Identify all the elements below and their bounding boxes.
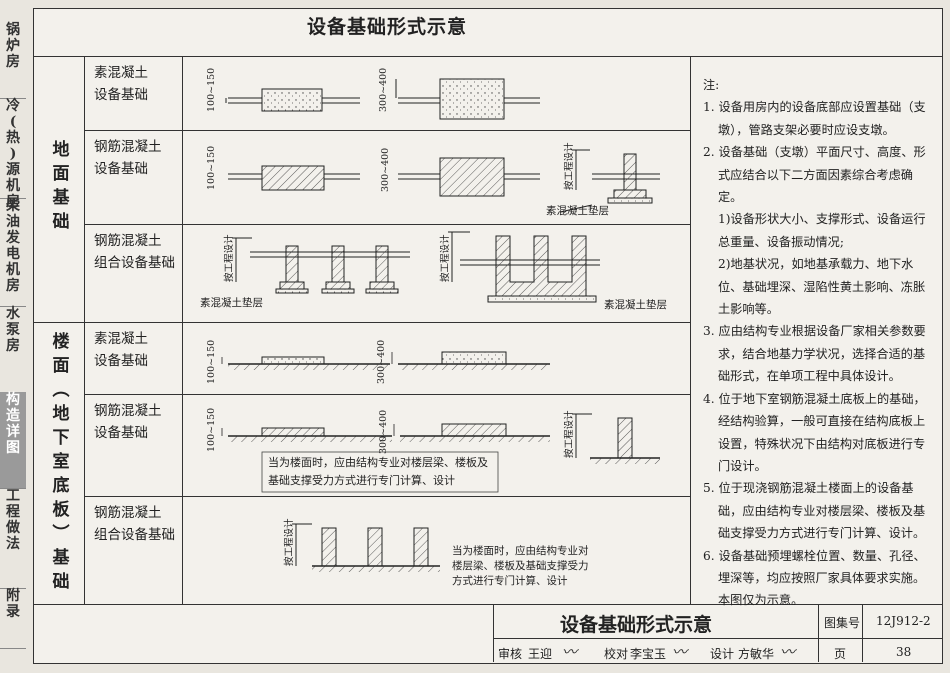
note-item: 2. 设备基础（支墩）平面尺寸、高度、形式应结合以下二方面因素综合考虑确定。 bbox=[703, 145, 926, 205]
page-number: 38 bbox=[896, 645, 912, 659]
row-label: 钢筋混凝土组合设备基础 bbox=[94, 505, 175, 543]
side-tab[interactable]: 冷(热)源机房 bbox=[0, 98, 26, 210]
tb-title: 设备基础形式示意 bbox=[560, 614, 713, 636]
note-item: 1. 设备用房内的设备底部应设置基础（支墩），管路支架必要时应设支墩。 bbox=[703, 100, 926, 137]
row-line bbox=[84, 496, 690, 497]
design-label: 设计 bbox=[710, 647, 735, 661]
note-item: 6. 设备基础预埋螺栓位置、数量、孔径、埋深等，均应按照厂家具体要求实施。本图仅… bbox=[703, 548, 926, 608]
signature: 〰 bbox=[672, 643, 688, 661]
review-label: 审核 bbox=[498, 647, 523, 661]
signature: 〰 bbox=[780, 643, 796, 661]
tb-line bbox=[862, 604, 863, 662]
row-label: 钢筋混凝土组合设备基础 bbox=[94, 233, 175, 271]
head-divider bbox=[84, 56, 86, 604]
notes-divider bbox=[690, 56, 692, 604]
page-title: 设备基础形式示意 bbox=[306, 16, 467, 38]
side-tab[interactable]: 构造详图 bbox=[0, 392, 26, 489]
side-tab[interactable]: 锅炉房 bbox=[0, 22, 26, 99]
bottom-line bbox=[33, 604, 943, 606]
atlas-number: 12J912-2 bbox=[876, 614, 931, 628]
notes-title: 注: bbox=[703, 78, 720, 92]
row-label: 素混凝土设备基础 bbox=[94, 65, 148, 103]
floor-note-combined: 当为楼面时，应由结构专业对 楼层梁、楼板及基础支撑受力 方式进行专门计算、设计 bbox=[452, 545, 589, 587]
tb-line bbox=[493, 638, 943, 639]
designer: 方敏华 bbox=[738, 647, 775, 661]
side-tab[interactable]: 工程做法 bbox=[0, 488, 26, 589]
label-divider bbox=[182, 56, 184, 604]
side-tab[interactable]: 附录 bbox=[0, 588, 26, 649]
floor-note: 当为楼面时，应由结构专业对楼层梁、楼板及 基础支撑受力方式进行专门计算、设计 bbox=[268, 456, 488, 487]
section-head-floor: 楼面︵地下室底板︶基础 bbox=[52, 332, 70, 592]
row-label: 素混凝土设备基础 bbox=[94, 331, 148, 369]
atlas-label: 图集号 bbox=[824, 616, 861, 630]
tb-line bbox=[818, 604, 819, 662]
check-label: 校对 bbox=[604, 647, 629, 661]
side-tab[interactable]: 柴油发电机房 bbox=[0, 198, 26, 307]
reviewer: 王迎 bbox=[528, 647, 553, 661]
row-label: 钢筋混凝土设备基础 bbox=[94, 139, 162, 177]
section-head-ground: 地面基础 bbox=[52, 140, 70, 232]
note-item: 5. 位于现浇钢筋混凝土楼面上的设备基础，应由结构专业对楼层梁、楼板及基础支撑受… bbox=[703, 481, 926, 541]
tb-line bbox=[493, 604, 495, 662]
row-label: 钢筋混凝土设备基础 bbox=[94, 403, 162, 441]
note-item: 2)地基状况，如地基承载力、地下水位、基础埋深、湿陷性黄土影响、冻胀土影响等。 bbox=[718, 257, 926, 317]
title-divider bbox=[33, 56, 943, 58]
note-item: 4. 位于地下室钢筋混凝土底板上的基础，经结构验算，一般可直接在结构底板上设置，… bbox=[703, 391, 926, 473]
row-line bbox=[84, 130, 690, 131]
signature: 〰 bbox=[562, 643, 578, 661]
section-line bbox=[33, 322, 690, 324]
page-label: 页 bbox=[834, 647, 847, 661]
note-item: 1)设备形状大小、支撑形式、设备运行总重量、设备振动情况; bbox=[718, 212, 926, 249]
note-item: 3. 应由结构专业根据设备厂家相关参数要求，结合地基力学状况，选择合适的基础形式… bbox=[703, 324, 926, 384]
row-line bbox=[84, 394, 690, 395]
side-tab[interactable]: 水泵房 bbox=[0, 306, 26, 393]
checker: 李宝玉 bbox=[630, 647, 667, 661]
row-line bbox=[84, 224, 690, 225]
notes-panel: 注: 1. 设备用房内的设备底部应设置基础（支墩），管路支架必要时应设支墩。 2.… bbox=[703, 74, 935, 612]
